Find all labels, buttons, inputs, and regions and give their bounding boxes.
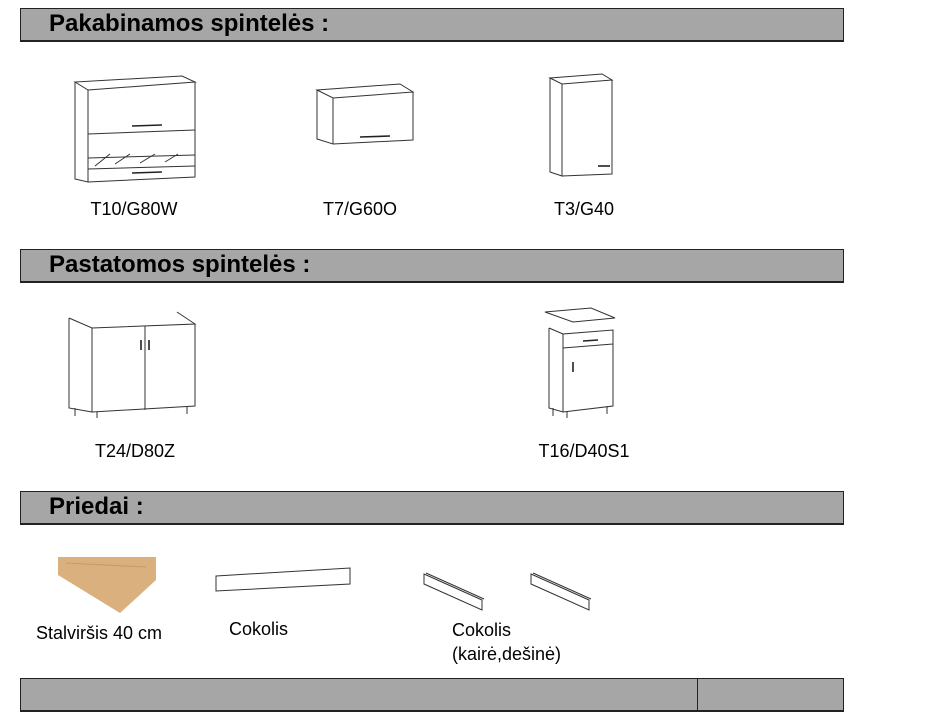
section-header-wall-cabinets: Pakabinamos spintelės : xyxy=(20,8,844,42)
footer-bar xyxy=(20,678,844,712)
footer-divider xyxy=(697,679,698,710)
cabinet-t24-d80z-drawing xyxy=(68,311,197,418)
plinth-left-drawing xyxy=(423,572,485,611)
cabinet-t7-g60o-drawing xyxy=(315,83,415,145)
cabinet-t10-g80w-drawing xyxy=(73,75,197,183)
item-label: T10/G80W xyxy=(90,199,178,219)
item-label: T3/G40 xyxy=(553,199,615,219)
item-label: Cokolis xyxy=(452,620,512,640)
section-title: Priedai : xyxy=(49,493,144,520)
countertop-image xyxy=(58,557,156,613)
plinth-drawing xyxy=(215,567,351,592)
item-label: Cokolis xyxy=(229,619,289,639)
item-label: Stalviršis 40 cm xyxy=(36,623,163,643)
item-label: T24/D80Z xyxy=(94,441,176,461)
section-header-base-cabinets: Pastatomos spintelės : xyxy=(20,249,844,283)
section-title: Pastatomos spintelės : xyxy=(49,251,311,278)
item-label: T7/G60O xyxy=(322,199,398,219)
cabinet-t3-g40-drawing xyxy=(548,73,614,177)
cabinet-t16-d40s1-drawing xyxy=(544,307,616,418)
plinth-right-drawing xyxy=(530,572,592,611)
section-title: Pakabinamos spintelės : xyxy=(49,10,330,37)
section-header-accessories: Priedai : xyxy=(20,491,844,525)
item-label: T16/D40S1 xyxy=(538,441,630,461)
item-label: (kairė,dešinė) xyxy=(452,644,562,664)
